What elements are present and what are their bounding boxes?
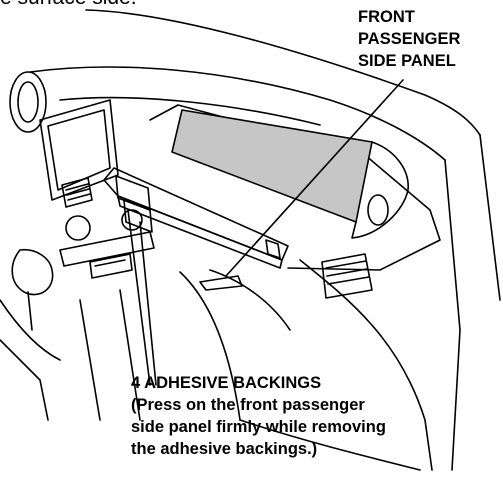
front-panel-leader	[225, 79, 404, 277]
label-line: FRONT	[358, 8, 415, 26]
adhesive-leader-1	[127, 209, 151, 386]
dash-lower-right	[299, 259, 433, 471]
right-edge	[444, 159, 461, 471]
right-vent	[321, 253, 373, 299]
top-caption: e surface side.	[0, 0, 137, 10]
a-pillar	[479, 134, 501, 301]
center-screen	[39, 99, 119, 201]
dash-top-inner	[59, 96, 321, 126]
center-vent	[61, 177, 93, 208]
adhesive-leader-2	[139, 221, 157, 386]
label-line: SIDE PANEL	[358, 52, 456, 70]
label-line: PASSENGER	[358, 30, 461, 48]
front-passenger-panel	[171, 109, 373, 223]
dash-top-line	[29, 66, 446, 161]
adhesive-note-line: side panel firmly while removing	[131, 418, 386, 436]
adhesive-note-line: (Press on the front passenger	[131, 396, 365, 414]
left-vent-ring	[9, 71, 47, 133]
removed-side-panel	[103, 167, 289, 261]
windshield-edge	[85, 9, 481, 136]
glovebox-frame	[149, 104, 441, 271]
adhesive-title: 4 ADHESIVE BACKINGS	[131, 374, 322, 392]
lower-dash	[179, 271, 241, 421]
adhesive-backings-label: 4 ADHESIVE BACKINGS (Press on the front …	[131, 372, 386, 460]
adhesive-note-line: the adhesive backings.)	[131, 440, 318, 458]
front-passenger-panel-label: FRONT PASSENGER SIDE PANEL	[358, 6, 460, 72]
panel-end-cap	[351, 141, 409, 239]
control-knob-left	[65, 215, 91, 241]
gear-shifter	[11, 248, 54, 296]
